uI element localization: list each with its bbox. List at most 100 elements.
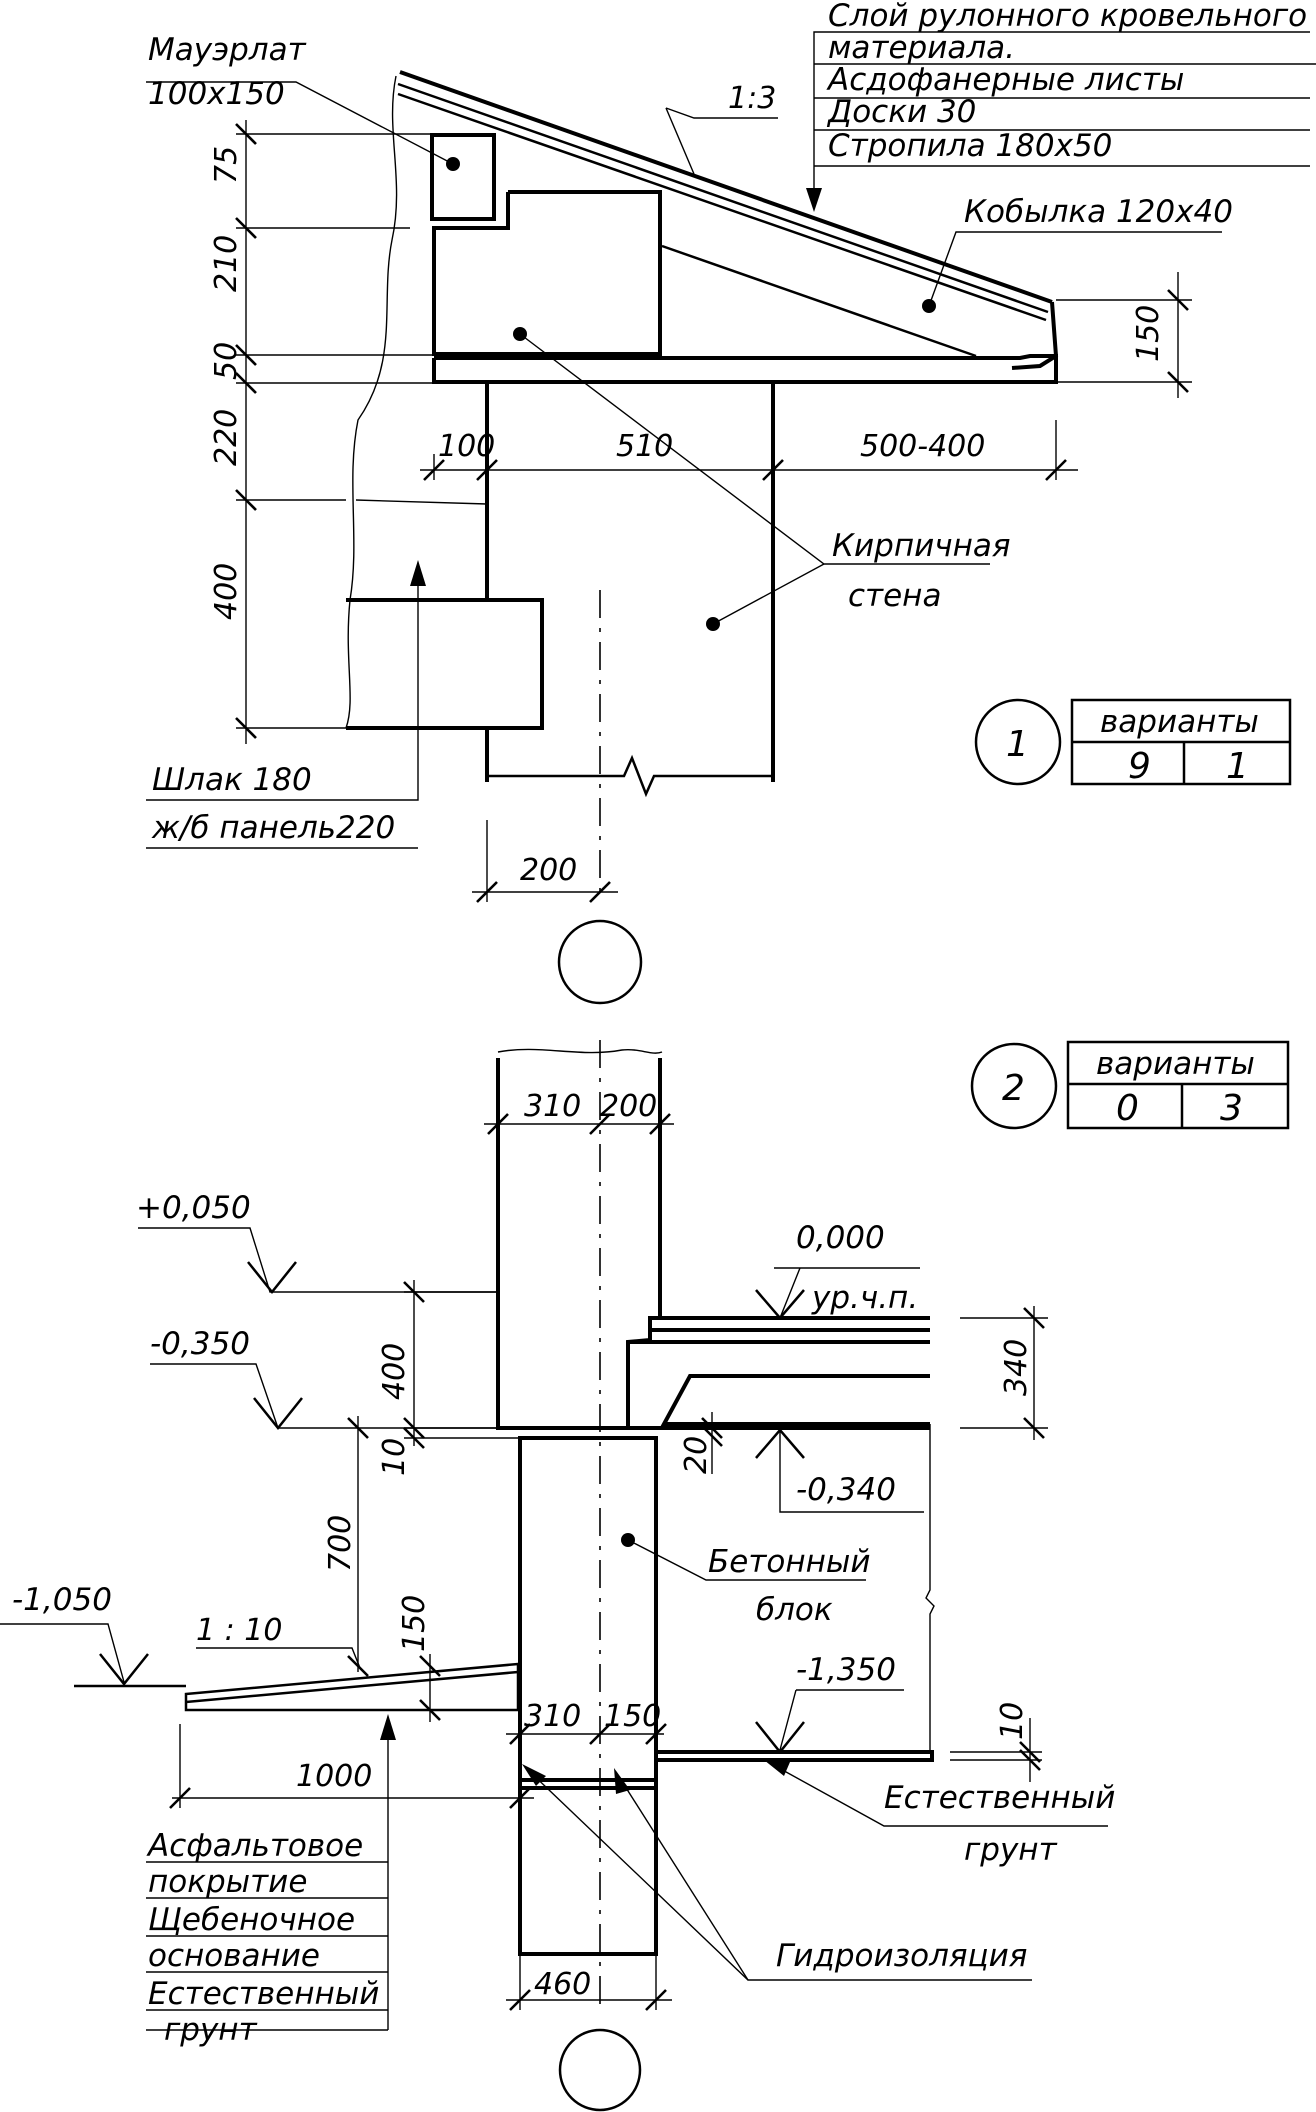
wall-label-1: Кирпичная [832,528,1010,564]
slope-label: 1:3 [728,81,776,116]
dim-tick [1023,1417,1045,1439]
dim-400-wall: 400 [377,1343,412,1400]
leader-arrow [380,1714,396,1740]
concrete-block [518,1436,658,1956]
dim-220: 220 [209,409,244,466]
layer-1: Слой рулонного кровельного [828,0,1307,34]
block-label-2: блок [756,1592,833,1628]
dim-tick [645,1723,667,1745]
leader-arrow [614,1768,630,1794]
dim-tick [701,1417,723,1439]
level-text: -0,350 [150,1326,250,1362]
pavement-6: грунт [164,2012,258,2048]
leader-arrow [522,1764,546,1786]
leader-mauerlat [146,81,454,165]
level-zero: 0,000 ур.ч.п. [755,1220,920,1320]
level-text: +0,050 [136,1190,251,1226]
detail-marker-2 [970,1042,1058,1130]
foundation-detail: +0,050 -0,350 0,000 ур.ч.п. -0,340 -1,05… [0,1040,1290,2112]
layer-4: Доски 30 [826,94,976,130]
level-triangle [755,1721,805,1755]
dim-tick [476,459,498,481]
dim-tick [419,1655,441,1677]
level-minus-1350: -1,350 [755,1652,904,1755]
axis-bubble [557,919,643,1005]
slope-label: 1 : 10 [196,1613,282,1648]
cut-line [497,1048,663,1054]
dim-tick [1045,459,1067,481]
dim-tick [235,217,257,239]
slag-label: Шлак 180 [152,762,312,798]
blind-area-top-2 [185,1670,519,1704]
break-line [487,754,773,798]
dim-tick [645,1989,667,2011]
dim-tick [589,1113,611,1135]
dim-310-bottom: 310 [524,1699,581,1734]
dim-10-right: 10 [995,1702,1030,1740]
dim-10-wall: 10 [377,1438,412,1476]
floor-slab-edge [660,1374,930,1426]
rafter-edge [661,244,977,358]
mauerlat-size: 100х150 [148,76,285,112]
block-label-1: Бетонный [708,1544,871,1580]
dim-310-top: 310 [524,1089,581,1124]
leader-block [627,1539,866,1581]
level-line [779,1267,801,1319]
dim-210: 210 [209,235,244,292]
dim-500-400: 500-400 [860,429,985,464]
dim-20: 20 [679,1436,714,1474]
dim-tick [235,344,257,366]
ceiling-slab [432,354,1058,384]
floor-panel [346,598,544,730]
dim-200: 200 [520,853,577,888]
level-text: -1,050 [12,1582,112,1618]
dim-tick [423,459,445,481]
dim-tick [235,717,257,739]
level-triangle [247,1261,297,1295]
leader-slope-arrowline [665,107,695,175]
dim-tick [1019,1741,1041,1763]
dim-tick [1019,1749,1041,1771]
level-minus-340: -0,340 [755,1428,924,1513]
detail-marker-1 [974,698,1062,786]
dim-tick [701,1425,723,1447]
level-plus-050: +0,050 [136,1190,498,1295]
slab-level-line [355,499,488,505]
dim-510: 510 [616,429,673,464]
cut-line [345,75,398,729]
dim-tick [509,1723,531,1745]
dim-tick [649,1113,671,1135]
dim-150: 150 [1131,305,1166,362]
dim-tick [347,1417,369,1439]
ground-right-boundary [925,1424,935,1752]
dim-tick [762,459,784,481]
level-triangle [755,1289,805,1320]
kobylka-label: Кобылка 120х40 [964,194,1233,230]
dim-tick [509,1989,531,2011]
natural-ground-1: Естественный [884,1780,1115,1816]
variant-value-1a: 9 [1128,746,1151,787]
leader-slope [665,107,778,119]
detail-marker-1-number: 1 [1006,724,1029,765]
mauerlat-label: Мауэрлат [148,32,307,68]
dim-700: 700 [323,1515,358,1572]
layer-5: Стропила 180х50 [828,128,1112,164]
level-line [779,1689,797,1751]
pavement-3: Щебеночное [148,1902,355,1938]
leader-arrow [764,1760,790,1776]
dim-460: 460 [534,1967,591,2002]
variant-value-2a: 0 [1116,1088,1139,1129]
rafter-end [1011,301,1059,370]
blind-area [184,1662,520,1712]
roof-covering [399,70,1053,304]
leader-layers [813,31,1310,198]
leader-wall-2 [712,563,825,625]
detail-marker-2-number: 2 [1002,1068,1025,1109]
pavement-2: покрытие [148,1864,307,1900]
wall-top-block [432,190,662,356]
waterproofing-label: Гидроизоляция [776,1938,1027,1974]
ground-right-strip [654,1750,934,1762]
dim-tick [509,1787,531,1809]
dim-tick [235,372,257,394]
level-line [150,1363,498,1429]
